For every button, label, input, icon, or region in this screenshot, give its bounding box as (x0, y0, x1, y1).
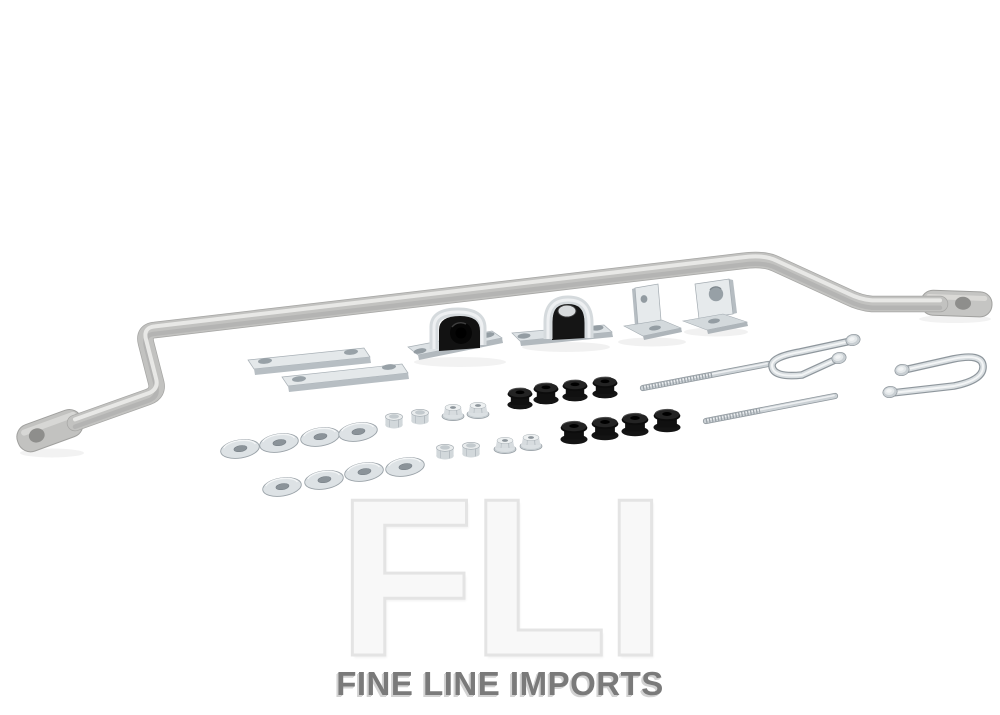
u-bolt-head (893, 362, 911, 378)
brand-text: FINE LINE IMPORTS (336, 665, 664, 702)
contact-shadows (20, 315, 991, 458)
flat-washer (336, 419, 380, 445)
saddle-plate-2 (281, 363, 409, 392)
flange-nut (441, 403, 465, 422)
saddle-plate-1 (247, 347, 371, 375)
nyloc-nut (410, 408, 430, 425)
link-bushing (532, 382, 560, 405)
link-bushing (506, 387, 534, 410)
link-bushing (559, 420, 589, 445)
nyloc-nut (384, 412, 404, 429)
link-bushing (652, 408, 682, 433)
flange-nut (466, 401, 490, 420)
bushing-clamp-2 (511, 295, 613, 346)
bushing-clamp-1 (407, 307, 503, 360)
angle-bracket-2 (681, 278, 749, 334)
sway-bar-shade (72, 261, 943, 430)
link-bushing (620, 412, 650, 437)
flange-nuts (441, 401, 543, 455)
link-bushing (590, 416, 620, 441)
u-bolt-head (881, 384, 899, 400)
sway-bar (16, 251, 993, 453)
link-bolt-2 (702, 392, 839, 425)
flat-washer (218, 436, 262, 462)
link-bushing (561, 379, 589, 402)
u-bolt-2 (881, 353, 987, 400)
flat-washer (298, 424, 342, 450)
flat-washer (260, 474, 304, 500)
link-bushing (591, 376, 619, 399)
u-bolt-1 (768, 332, 862, 380)
flange-nut (519, 433, 543, 452)
angle-bracket-1 (623, 283, 683, 340)
sway-bar-highlight (73, 254, 942, 422)
flat-washer (257, 430, 301, 456)
sway-bar-left-eyelet (16, 409, 84, 453)
fli-monogram: FLI (336, 451, 668, 703)
link-bolt-1 (639, 360, 772, 392)
